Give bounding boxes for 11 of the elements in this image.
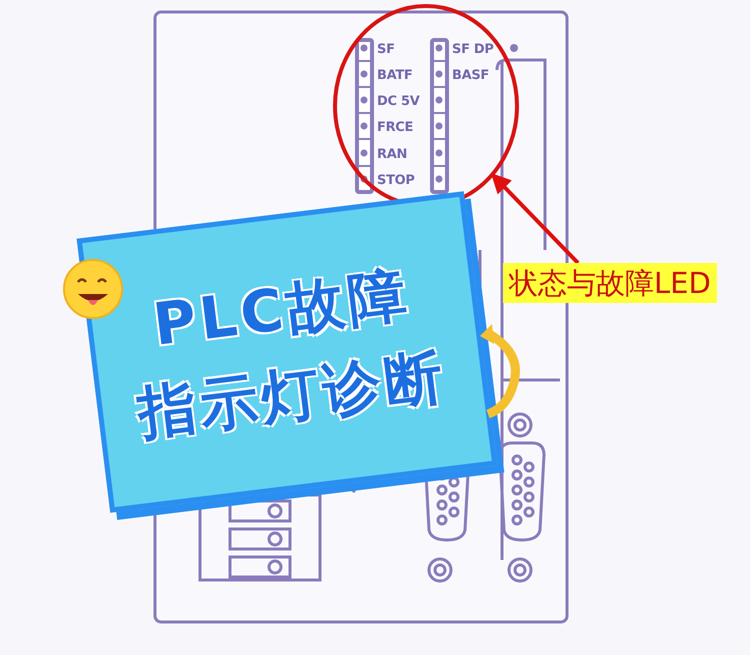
led-label: SF DP: [452, 42, 494, 58]
led-label: DC 5V: [377, 94, 420, 110]
led-label: FRCE: [377, 120, 414, 136]
led-label: SF: [377, 42, 395, 58]
callout-label: 状态与故障LED: [503, 263, 717, 303]
banner-title: 指示灯诊断: [134, 344, 450, 446]
led-label: STOP: [377, 173, 415, 189]
led-label: BASF: [452, 68, 490, 84]
led-label: BATF: [377, 68, 413, 84]
led-label: RAN: [377, 147, 408, 163]
arrow: [490, 173, 580, 264]
